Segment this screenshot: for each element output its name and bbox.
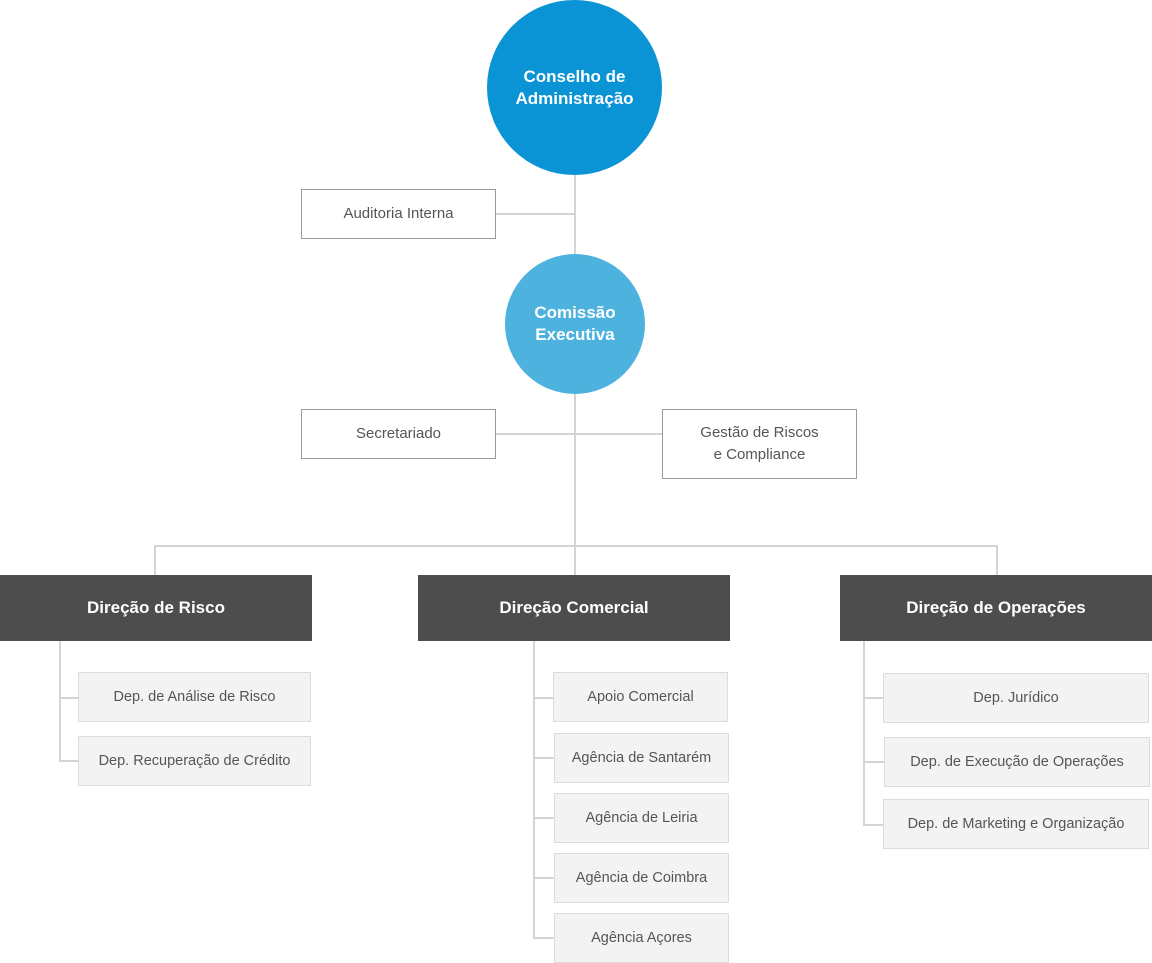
connector-operations-dept-3 [863, 824, 884, 826]
direction-risk-title: Direção de Risco [87, 598, 225, 617]
connector-audit [495, 213, 575, 215]
connector-commercial-dept-4 [533, 877, 554, 879]
risk-compliance-label-line1: Gestão de Riscos [700, 424, 819, 441]
connector-risk-dept-2 [59, 760, 79, 762]
connector-secretariat [495, 433, 575, 435]
department-label: Agência Açores [591, 930, 692, 946]
connector-risk-dept-1 [59, 697, 79, 699]
connector-direction-risk [154, 545, 156, 576]
connector-commercial-tree [533, 640, 535, 939]
direction-operations-title: Direção de Operações [906, 598, 1086, 617]
board-of-directors-node: Conselho de Administração [487, 0, 662, 175]
risk-compliance-box: Gestão de Riscos e Compliance [662, 409, 857, 479]
audit-box: Auditoria Interna [301, 189, 496, 239]
department-label: Dep. Recuperação de Crédito [98, 753, 291, 769]
connector-risk-compliance [575, 433, 663, 435]
department-label: Agência de Santarém [571, 750, 712, 766]
department-label: Dep. Jurídico [973, 690, 1059, 706]
department-label: Agência de Leiria [585, 810, 698, 826]
executive-committee-node: Comissão Executiva [505, 254, 645, 394]
department-item: Agência de Leiria [554, 793, 729, 843]
department-item: Agência de Coimbra [554, 853, 729, 903]
department-item: Dep. Jurídico [883, 673, 1149, 723]
audit-label: Auditoria Interna [343, 205, 454, 222]
connector-operations-dept-1 [863, 697, 884, 699]
connector-commercial-dept-1 [533, 697, 554, 699]
department-label: Agência de Coimbra [575, 870, 708, 886]
department-item: Dep. de Marketing e Organização [883, 799, 1149, 849]
board-label-line1: Conselho de [523, 66, 626, 86]
department-label: Dep. de Execução de Operações [910, 754, 1124, 770]
risk-compliance-label-line2: e Compliance [713, 446, 806, 463]
department-item: Dep. de Execução de Operações [884, 737, 1150, 787]
board-label-line2: Administração [515, 88, 634, 108]
connector-directions-horizontal [154, 545, 998, 547]
department-label: Dep. de Análise de Risco [113, 689, 276, 705]
executive-label-line1: Comissão [534, 303, 616, 322]
connector-commercial-dept-5 [533, 937, 554, 939]
connector-operations-dept-2 [863, 761, 884, 763]
connector-direction-operations [996, 545, 998, 576]
direction-risk-header: Direção de Risco [0, 575, 312, 641]
direction-operations-header: Direção de Operações [840, 575, 1152, 641]
connector-commercial-dept-3 [533, 817, 554, 819]
secretariat-box: Secretariado [301, 409, 496, 459]
department-label: Dep. de Marketing e Organização [907, 816, 1125, 832]
connector-commercial-dept-2 [533, 757, 554, 759]
direction-commercial-header: Direção Comercial [418, 575, 730, 641]
department-item: Dep. Recuperação de Crédito [78, 736, 311, 786]
department-item: Agência de Santarém [554, 733, 729, 783]
department-item: Agência Açores [554, 913, 729, 963]
connector-risk-tree [59, 640, 61, 761]
department-label: Apoio Comercial [587, 689, 694, 705]
connector-operations-tree [863, 640, 865, 826]
department-item: Apoio Comercial [553, 672, 728, 722]
executive-label-line2: Executiva [535, 325, 615, 344]
secretariat-label: Secretariado [355, 425, 442, 442]
department-item: Dep. de Análise de Risco [78, 672, 311, 722]
direction-commercial-title: Direção Comercial [499, 598, 649, 617]
